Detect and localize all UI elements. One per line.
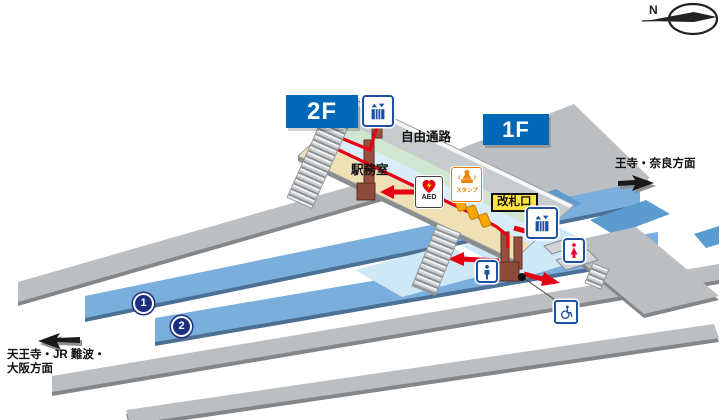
restroom-men-icon xyxy=(476,260,498,283)
stamp-label: スタンプ xyxy=(455,188,478,194)
direction-left-line1: 天王寺・JR 難波・ xyxy=(7,349,106,361)
man-glyph xyxy=(484,264,490,279)
stamp-glyph xyxy=(457,170,476,183)
route-arrow-platform2-right xyxy=(523,271,560,286)
southeast-plaza xyxy=(560,227,719,314)
direction-tennoji-namba-osaka: 天王寺・JR 難波・ 大阪方面 xyxy=(7,349,105,376)
compass-icon xyxy=(641,2,719,36)
aed-heart-glyph xyxy=(422,179,436,193)
direction-left-line2: 大阪方面 xyxy=(7,362,53,375)
bridge-edge-strip xyxy=(354,101,574,209)
stamp-icon: スタンプ xyxy=(451,167,482,202)
platform-canopy-2 xyxy=(590,200,670,235)
direction-arrow-left-icon xyxy=(38,333,82,352)
bridge-office-strip xyxy=(298,140,531,260)
south-street xyxy=(52,264,719,392)
elevator-1f-icon xyxy=(526,207,558,239)
wheelchair-access-icon xyxy=(554,300,578,324)
accessible-route-line xyxy=(320,124,510,249)
free-passage-label: 自由通路 xyxy=(401,130,452,144)
elevator-glyph xyxy=(535,215,549,232)
restroom-women-icon xyxy=(563,238,585,263)
direction-arrow-right-icon xyxy=(618,175,656,194)
woman-glyph xyxy=(570,242,578,258)
direction-oji-nara: 王寺・奈良方面 xyxy=(615,158,696,170)
station-office-label: 駅務室 xyxy=(351,163,389,177)
aed-label: AED xyxy=(421,194,437,201)
elevator-2-cab xyxy=(498,261,520,282)
floor-2f-label: 2F xyxy=(286,95,358,128)
elevator-1-cab xyxy=(356,182,376,201)
ticket-gate-label: 改札口 xyxy=(491,193,538,212)
platform-canopy-3 xyxy=(694,226,719,248)
elevator-2f-icon xyxy=(362,95,394,127)
aed-icon: AED xyxy=(415,176,443,208)
platform-1-badge: 1 xyxy=(133,293,154,314)
platform-2-badge: 2 xyxy=(171,316,192,337)
floor-1f-label: 1F xyxy=(483,114,549,145)
route-arrow-elevator1 xyxy=(380,185,414,199)
compass-north-label: N xyxy=(649,3,658,17)
wheelchair-point-dot xyxy=(518,273,526,281)
elevator-glyph xyxy=(371,103,385,120)
bridge-shadow-edge xyxy=(298,156,514,265)
bottom-street xyxy=(126,324,719,420)
wheelchair-glyph xyxy=(561,305,573,319)
